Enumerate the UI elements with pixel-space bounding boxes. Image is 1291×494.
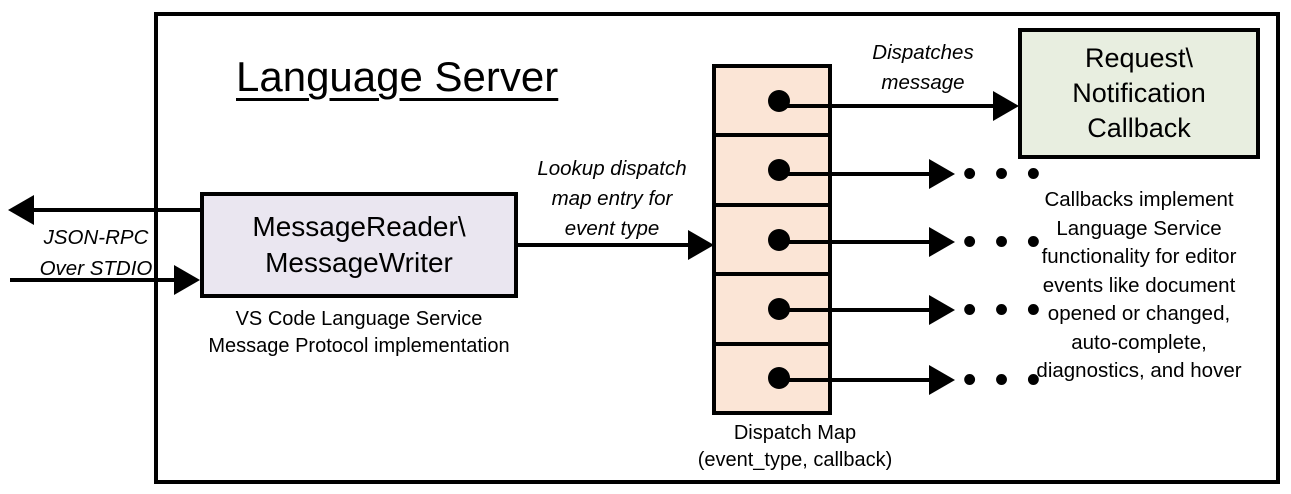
callback-caption: Callbacks implement Language Service fun… xyxy=(1008,186,1270,386)
dispatch-row-1-edge-line xyxy=(775,104,995,108)
message-reader-writer-line1: MessageReader\ xyxy=(252,211,466,242)
lookup-edge-arrowhead xyxy=(688,230,714,260)
dispatch-map-row[interactable] xyxy=(716,68,828,138)
lookup-edge-label-line1: Lookup dispatch xyxy=(537,157,687,180)
transport-label-line2: Over STDIO xyxy=(39,257,153,280)
message-reader-writer-line2: MessageWriter xyxy=(265,247,453,278)
dispatches-edge-label: Dispatches message xyxy=(832,38,1014,98)
diagram-title: Language Server xyxy=(236,53,559,100)
lookup-edge-label-line3: event type xyxy=(564,217,660,240)
request-notification-callback-label: Request\ Notification Callback xyxy=(1072,41,1206,146)
dispatch-row-3-edge-line xyxy=(775,240,931,244)
message-reader-writer-label: MessageReader\ MessageWriter xyxy=(252,209,465,281)
callback-caption-line1: Callbacks implement xyxy=(1044,188,1234,211)
dispatch-row-3-edge-arrowhead xyxy=(929,227,955,257)
dispatch-map-caption-line2: (event_type, callback) xyxy=(697,449,893,471)
dispatch-row-4-edge-line xyxy=(775,308,931,312)
dispatch-row-5-edge-line xyxy=(775,378,931,382)
language-server-boundary xyxy=(154,12,1280,484)
dispatch-map-caption: Dispatch Map (event_type, callback) xyxy=(650,420,940,474)
dispatches-edge-label-line2: message xyxy=(881,71,965,94)
dispatch-row-2-edge-arrowhead xyxy=(929,159,955,189)
message-reader-writer-caption-line2: Message Protocol implementation xyxy=(208,335,510,357)
request-notification-callback-node[interactable]: Request\ Notification Callback xyxy=(1018,28,1260,159)
lookup-edge-line xyxy=(518,243,690,247)
dispatch-map-row[interactable] xyxy=(716,207,828,277)
inbound-transport-line xyxy=(10,278,174,282)
transport-label-line1: JSON-RPC xyxy=(43,226,149,249)
callback-caption-line5: opened or changed, xyxy=(1047,302,1231,325)
message-reader-writer-caption: VS Code Language Service Message Protoco… xyxy=(190,306,528,360)
dispatch-row-2-edge-line xyxy=(775,172,931,176)
inbound-transport-arrowhead xyxy=(174,265,200,295)
outbound-transport-line xyxy=(34,208,204,212)
dispatch-row-4-edge-arrowhead xyxy=(929,295,955,325)
callback-caption-line7: diagnostics, and hover xyxy=(1036,359,1242,382)
message-reader-writer-node[interactable]: MessageReader\ MessageWriter xyxy=(200,192,518,298)
dispatch-row-2-ellipsis: • • • xyxy=(963,153,1045,195)
callback-caption-line2: Language Service xyxy=(1056,216,1222,240)
dispatch-entry-dot-icon xyxy=(768,89,790,112)
dispatches-edge-label-line1: Dispatches xyxy=(872,41,974,64)
callback-caption-line6: auto-complete, xyxy=(1071,330,1207,354)
dispatch-entry-dot-icon xyxy=(768,159,790,182)
dispatch-row-1-edge-arrowhead xyxy=(993,91,1019,121)
dispatch-map-caption-line1: Dispatch Map xyxy=(733,422,857,444)
dispatch-row-5-edge-arrowhead xyxy=(929,365,955,395)
callback-label-line2: Notification xyxy=(1072,78,1206,108)
lookup-edge-label-line2: map entry for xyxy=(551,187,673,210)
callback-caption-line3: functionality for editor xyxy=(1041,245,1237,268)
callback-caption-line4: events like document xyxy=(1042,273,1236,297)
transport-label: JSON-RPC Over STDIO xyxy=(16,222,176,284)
lookup-edge-label: Lookup dispatch map entry for event type xyxy=(516,154,708,244)
outbound-transport-arrowhead xyxy=(8,195,34,225)
message-reader-writer-caption-line1: VS Code Language Service xyxy=(235,308,483,330)
dispatch-entry-dot-icon xyxy=(768,228,790,251)
callback-label-line3: Callback xyxy=(1087,113,1191,143)
callback-label-line1: Request\ xyxy=(1084,43,1194,73)
